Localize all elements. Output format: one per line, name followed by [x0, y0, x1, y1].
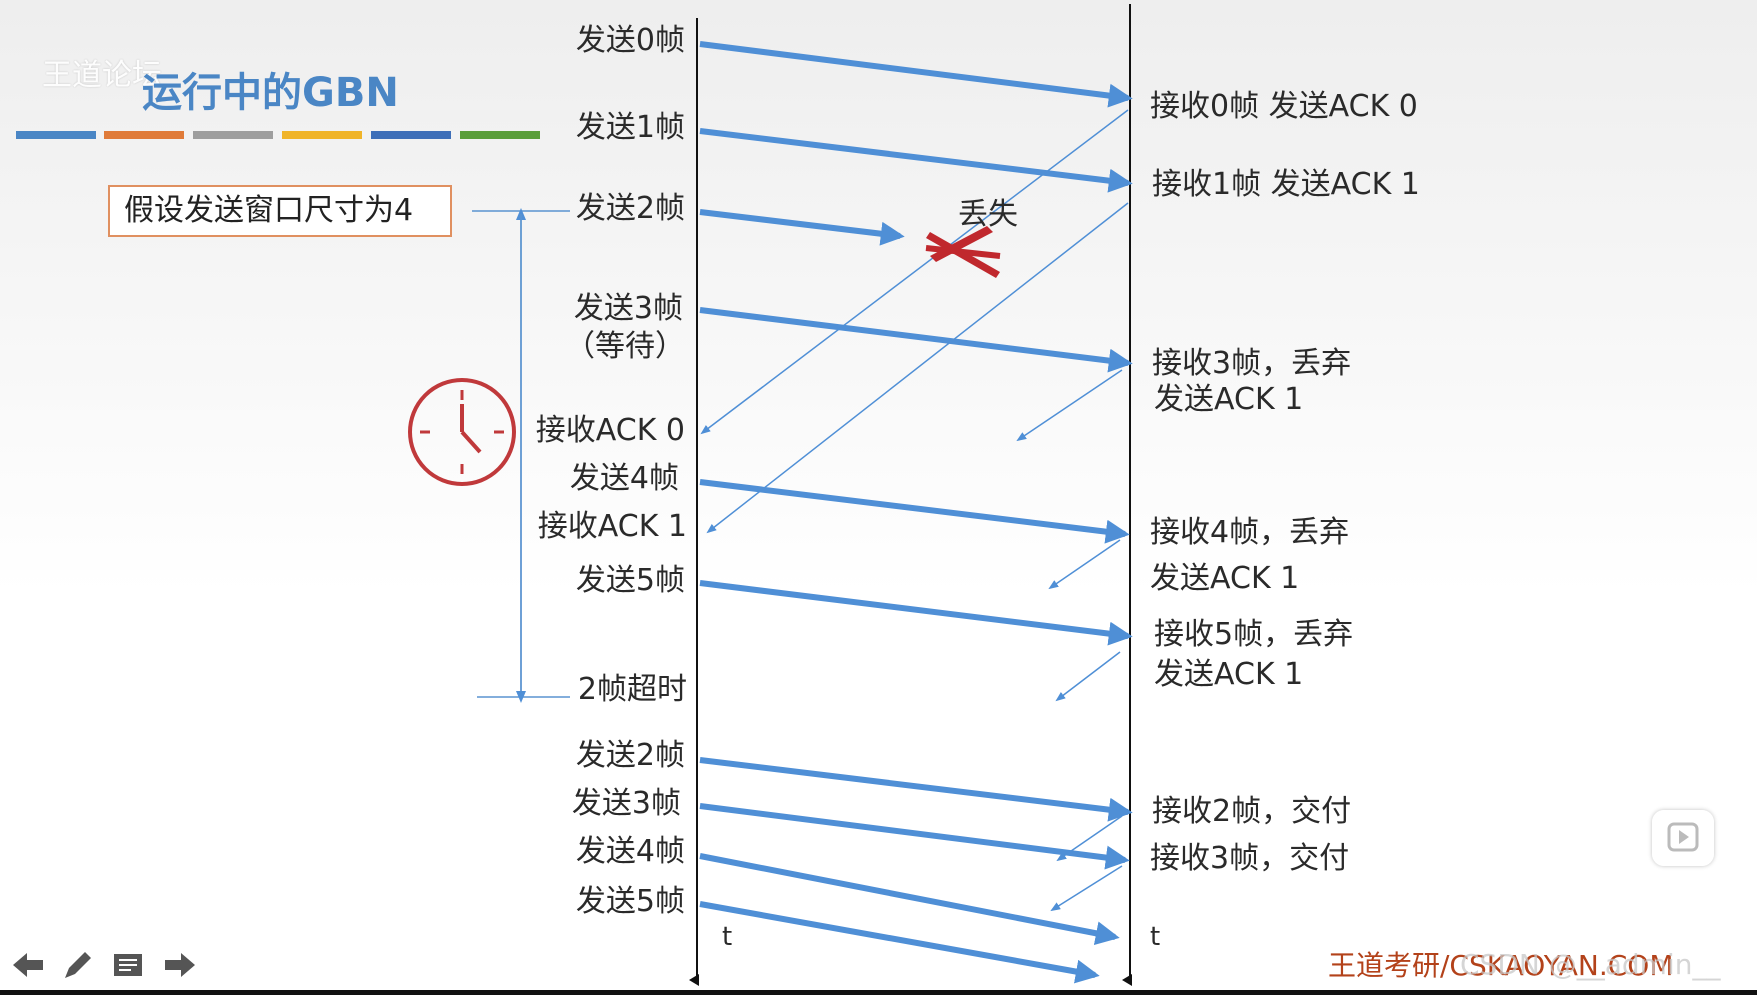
receiver-axis-t-label: t: [1150, 922, 1161, 952]
clock-icon: [408, 378, 516, 486]
receiver-recv-1: 接收1帧 发送ACK 1: [1152, 167, 1420, 202]
window-size-assumption: 假设发送窗口尺寸为4: [108, 185, 452, 237]
play-icon[interactable]: [1652, 810, 1714, 866]
sender-resend-2: 发送2帧: [575, 738, 685, 773]
frame-arrow-1: [699, 128, 1133, 193]
accent-bar-1: [16, 131, 96, 139]
receiver-recv-0: 接收0帧 发送ACK 0: [1150, 89, 1418, 124]
accent-bar-2: [104, 131, 184, 139]
receiver-send-ack-1-a: 发送ACK 1: [1154, 382, 1304, 417]
frame-arrow-0: [699, 41, 1133, 108]
frame-arrow-resend-5: [699, 901, 1100, 984]
bottom-edge: [0, 990, 1757, 995]
sender-axis-t-label: t: [722, 922, 733, 952]
frame-arrow-resend-4: [699, 853, 1120, 946]
ack-arrow-dup-3: [1016, 369, 1123, 442]
arrow-left-icon[interactable]: [8, 945, 48, 985]
frame-arrow-resend-3: [699, 803, 1130, 870]
receiver-recv-4-discard: 接收4帧，丢弃: [1150, 515, 1350, 550]
sender-resend-5: 发送5帧: [575, 884, 685, 919]
sender-resend-4: 发送4帧: [575, 834, 685, 869]
sender-wait: （等待）: [565, 329, 685, 364]
frame-arrow-5: [699, 580, 1133, 646]
receiver-send-ack-1-b: 发送ACK 1: [1150, 561, 1300, 596]
notes-icon[interactable]: [108, 945, 148, 985]
loss-label: 丢失: [958, 197, 1018, 232]
sender-send-1: 发送1帧: [575, 110, 685, 145]
frame-arrow-4: [699, 479, 1130, 544]
frame-arrow-2-lost: [699, 209, 905, 246]
arrow-right-icon[interactable]: [160, 945, 200, 985]
sender-send-5: 发送5帧: [575, 563, 685, 598]
accent-bar-6: [460, 131, 540, 139]
ack-arrow-dup-4: [1048, 539, 1121, 590]
ack-arrow-dup-5: [1055, 651, 1121, 702]
brand-footer: 王道考研/CSKAOYAN.COM: [1328, 949, 1674, 982]
ack-arrow-0: [700, 109, 1129, 435]
sender-send-2: 发送2帧: [575, 191, 685, 226]
forum-watermark: 王道论坛: [42, 58, 162, 93]
receiver-recv-2-deliver: 接收2帧，交付: [1152, 794, 1352, 829]
receiver-recv-3-discard: 接收3帧，丢弃: [1152, 346, 1352, 381]
sender-timeout: 2帧超时: [577, 672, 687, 707]
ack-arrow-2: [1056, 815, 1123, 862]
sender-send-4: 发送4帧: [569, 461, 679, 496]
page-title: 运行中的GBN: [142, 70, 399, 116]
receiver-send-ack-1-c: 发送ACK 1: [1154, 657, 1304, 692]
frame-arrow-3: [699, 307, 1133, 373]
accent-bar-4: [282, 131, 362, 139]
frame-arrow-resend-2: [699, 757, 1133, 822]
sender-recv-ack-0: 接收ACK 0: [535, 413, 685, 448]
sender-recv-ack-1: 接收ACK 1: [537, 509, 687, 544]
ack-arrow-3: [1050, 865, 1123, 912]
sender-resend-3: 发送3帧: [571, 786, 681, 821]
ack-arrow-1: [706, 202, 1129, 534]
sender-send-0: 发送0帧: [575, 23, 685, 58]
accent-bar-3: [193, 131, 273, 139]
sender-send-3: 发送3帧: [573, 291, 683, 326]
receiver-recv-5-discard: 接收5帧，丢弃: [1154, 617, 1354, 652]
pen-icon[interactable]: [58, 945, 98, 985]
cross-icon: [925, 226, 1001, 278]
receiver-recv-3-deliver: 接收3帧，交付: [1150, 841, 1350, 876]
csdn-watermark: CSDN @__admin__: [1460, 948, 1721, 981]
accent-bar-5: [371, 131, 451, 139]
